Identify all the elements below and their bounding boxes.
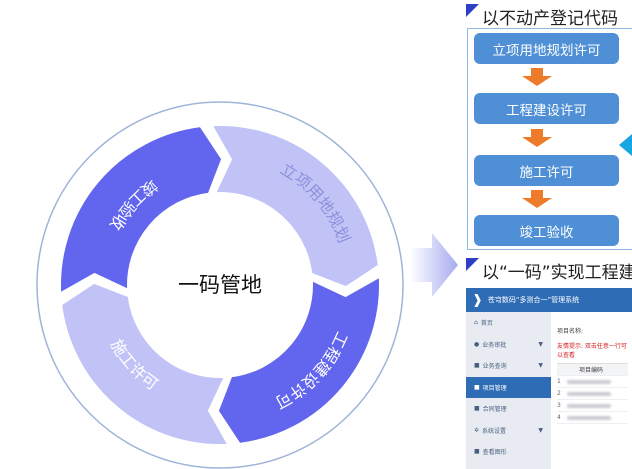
- left-pointer-icon: [619, 134, 632, 156]
- menu-approval[interactable]: ●业务审批▼: [474, 340, 543, 349]
- menu-projects[interactable]: ■项目管理: [466, 376, 551, 398]
- caret-down-icon: ▼: [538, 426, 543, 434]
- step-planning: 立项用地规划许可: [474, 33, 619, 64]
- logo-icon: ❱: [472, 292, 483, 308]
- gear-icon: ✲: [474, 426, 480, 434]
- map-icon: ■: [474, 448, 480, 456]
- system-title: 以“一码”实现工程建: [482, 263, 632, 283]
- sidebar: ⌂首页 ●业务审批▼ ■业务查询▼ ■项目管理 ■合同管理 ✲系统设置▼ ■查看…: [466, 312, 551, 469]
- title-triangle-icon: [466, 258, 479, 271]
- step-construction-permit: 工程建设许可: [474, 93, 619, 124]
- center-label: 一码管地: [178, 273, 262, 297]
- home-icon: ⌂: [474, 319, 478, 327]
- folder-icon: ■: [474, 383, 480, 391]
- segment-build-permit: [60, 281, 231, 446]
- flow-box: 立项用地规划许可 工程建设许可 施工许可 竣工验收: [467, 28, 632, 250]
- user-icon: ●: [474, 340, 480, 348]
- menu-settings[interactable]: ✲系统设置▼: [474, 426, 543, 435]
- menu-query[interactable]: ■业务查询▼: [474, 362, 543, 371]
- column-header-code: 项目编码: [579, 367, 604, 374]
- project-name-label: 项目名称:: [557, 328, 584, 335]
- step-acceptance: 竣工验收: [474, 215, 619, 246]
- menu-home[interactable]: ⌂首页: [474, 319, 493, 328]
- system-screenshot: ❱ 苍穹数码“多测合一”管理系统 ⌂首页 ●业务审批▼ ■业务查询▼ ■项目管理…: [466, 288, 632, 469]
- title-triangle-icon: [466, 4, 479, 17]
- contract-icon: ■: [474, 405, 480, 413]
- flow-title: 以不动产登记代码: [482, 9, 618, 29]
- project-table: 项目编码 1 2 3 4: [557, 363, 628, 424]
- app-name: 苍穹数码“多测合一”管理系统: [487, 296, 580, 304]
- caret-down-icon: ▼: [538, 362, 543, 370]
- table-row[interactable]: 2: [557, 388, 628, 400]
- table-row[interactable]: 4: [557, 412, 628, 424]
- right-arrow-icon: [410, 233, 458, 297]
- menu-graphics[interactable]: ■查看图形: [474, 448, 507, 457]
- tip-text: 友情提示: 双击任意一行可以查看: [557, 343, 627, 359]
- edit-icon: ■: [474, 362, 480, 370]
- app-header: ❱ 苍穹数码“多测合一”管理系统: [466, 288, 632, 312]
- segment-planning: [209, 124, 380, 289]
- segment-construction-permit: [216, 274, 381, 445]
- outer-ring: [36, 101, 404, 469]
- segment-acceptance: [59, 125, 224, 296]
- main-content: 项目名称: 友情提示: 双击任意一行可以查看 项目编码 1 2 3 4: [551, 312, 632, 469]
- caret-down-icon: ▼: [538, 340, 543, 348]
- table-row[interactable]: 1: [557, 376, 628, 388]
- step-build-permit: 施工许可: [474, 155, 619, 186]
- menu-contracts[interactable]: ■合同管理: [474, 405, 507, 414]
- table-row[interactable]: 3: [557, 400, 628, 412]
